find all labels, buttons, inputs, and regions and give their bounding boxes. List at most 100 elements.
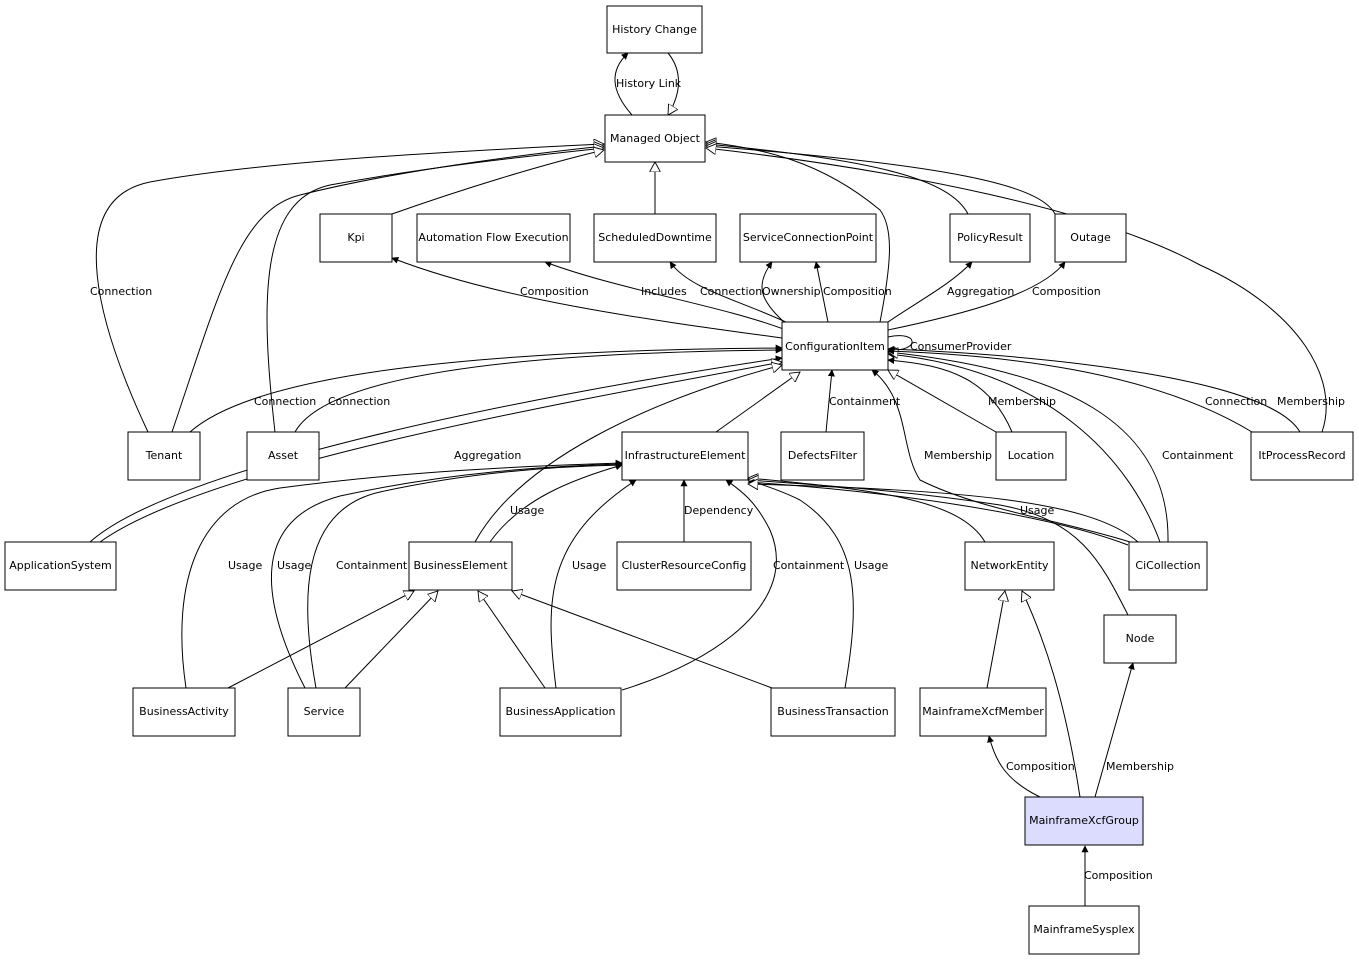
- node-label: ScheduledDowntime: [598, 231, 712, 244]
- label-containment-business-application: Containment: [773, 559, 845, 572]
- node-label: Tenant: [145, 449, 183, 462]
- node-label: ApplicationSystem: [9, 559, 111, 572]
- edge-tenant-generalization: [171, 146, 604, 433]
- edge-containment-business-application: [621, 479, 777, 691]
- node-label: Node: [1126, 632, 1155, 645]
- node-mainframe-sysplex[interactable]: MainframeSysplex: [1028, 905, 1140, 955]
- node-label: Service: [304, 705, 345, 718]
- edge-connection-tenant-ci: [189, 344, 783, 433]
- node-kpi[interactable]: Kpi: [319, 213, 393, 263]
- edge-usage-business-element: [489, 463, 623, 543]
- node-label: ItProcessRecord: [1258, 449, 1345, 462]
- edge-usage-business-transaction: [747, 478, 854, 689]
- node-automation-flow-execution[interactable]: Automation Flow Execution: [416, 213, 571, 263]
- edge-ie-generalization: [715, 372, 800, 433]
- node-label: Location: [1008, 449, 1055, 462]
- edge-membership-node: [1094, 662, 1135, 798]
- node-asset[interactable]: Asset: [246, 431, 320, 481]
- edge-cicoll-generalization: [888, 352, 1169, 543]
- node-infrastructure-element[interactable]: InfrastructureElement: [621, 431, 749, 481]
- edge-connection-asset-ci: [294, 346, 783, 433]
- node-label: BusinessElement: [413, 559, 508, 572]
- edge-businesstransaction-generalization: [512, 591, 773, 689]
- edge-networkentity-generalization: [748, 478, 986, 543]
- edge-labels: History Link Connection Composition Incl…: [90, 77, 1345, 882]
- label-usage-cicoll-ie: Usage: [1020, 504, 1055, 517]
- edge-composition-scp: [813, 261, 829, 323]
- node-label: InfrastructureElement: [625, 449, 746, 462]
- edge-tenant-connection-mo: [95, 144, 604, 433]
- node-cluster-resource-config[interactable]: ClusterResourceConfig: [616, 541, 752, 591]
- edge-composition-xcf-member: [987, 735, 1041, 798]
- node-label: MainframeXcfMember: [922, 705, 1044, 718]
- label-containment-cicoll: Containment: [1162, 449, 1234, 462]
- node-service-connection-point[interactable]: ServiceConnectionPoint: [739, 213, 877, 263]
- node-location[interactable]: Location: [995, 431, 1067, 481]
- edge-cicoll-ie-generalization: [748, 484, 1139, 543]
- node-mainframe-xcf-member[interactable]: MainframeXcfMember: [919, 687, 1047, 737]
- node-label: Asset: [268, 449, 299, 462]
- edge-connection-itpr: [887, 347, 1253, 433]
- node-label: History Change: [612, 23, 697, 36]
- label-usage-business-element: Usage: [510, 504, 545, 517]
- edge-businessactivity-generalization: [227, 591, 414, 689]
- node-label: MainframeXcfGroup: [1029, 814, 1139, 827]
- node-application-system[interactable]: ApplicationSystem: [4, 541, 117, 591]
- node-history-change[interactable]: History Change: [606, 5, 703, 54]
- node-network-entity[interactable]: NetworkEntity: [964, 541, 1055, 591]
- label-history-link: History Link: [616, 77, 682, 90]
- node-business-element[interactable]: BusinessElement: [408, 541, 513, 591]
- edge-appsys-generalization: [99, 362, 782, 543]
- node-label: Outage: [1070, 231, 1111, 244]
- node-defects-filter[interactable]: DefectsFilter: [780, 431, 865, 481]
- node-it-process-record[interactable]: ItProcessRecord: [1250, 431, 1354, 481]
- label-membership-node: Membership: [1106, 760, 1174, 773]
- edge-containment-service: [307, 461, 623, 689]
- edge-businessapplication-generalization: [478, 591, 546, 689]
- edge-policy-generalization: [706, 144, 969, 215]
- label-usage-business-activity: Usage: [228, 559, 263, 572]
- edge-usage-service: [270, 460, 623, 689]
- edge-node-generalization: [748, 480, 1129, 616]
- node-outage[interactable]: Outage: [1054, 213, 1127, 263]
- edge-service-generalization: [344, 591, 438, 689]
- edge-history-link: [614, 52, 633, 116]
- node-policy-result[interactable]: PolicyResult: [949, 213, 1031, 263]
- node-label: ConfigurationItem: [785, 340, 885, 353]
- node-ci-collection[interactable]: CiCollection: [1128, 541, 1208, 591]
- label-containment-service: Containment: [336, 559, 408, 572]
- edge-membership-cicoll: [871, 369, 1131, 543]
- edge-usage-cicoll-ie: [747, 478, 1129, 546]
- node-configuration-item[interactable]: ConfigurationItem: [781, 321, 889, 371]
- node-mainframe-xcf-group[interactable]: MainframeXcfGroup: [1024, 796, 1144, 846]
- edge-usage-business-activity: [181, 459, 623, 689]
- node-managed-object[interactable]: Managed Object: [604, 114, 706, 163]
- edge-outage-generalization: [706, 146, 1056, 215]
- label-aggregation-policy: Aggregation: [947, 285, 1014, 298]
- node-node[interactable]: Node: [1103, 614, 1177, 664]
- node-label: PolicyResult: [957, 231, 1023, 244]
- label-membership-itpr: Membership: [1277, 395, 1345, 408]
- label-composition-kpi: Composition: [520, 285, 589, 298]
- edge-connection-scheduled: [669, 261, 791, 325]
- label-dependency: Dependency: [684, 504, 754, 517]
- label-ownership: Ownership: [762, 285, 821, 298]
- label-containment-defects: Containment: [829, 395, 901, 408]
- edge-composition-outage: [887, 261, 1066, 331]
- edge-includes: [544, 260, 787, 331]
- node-tenant[interactable]: Tenant: [127, 431, 201, 481]
- edge-asset-generalization: [266, 148, 604, 433]
- node-business-application[interactable]: BusinessApplication: [499, 687, 622, 737]
- label-consumer-provider: ConsumerProvider: [910, 340, 1012, 353]
- node-scheduled-downtime[interactable]: ScheduledDowntime: [593, 213, 717, 263]
- node-label: DefectsFilter: [788, 449, 858, 462]
- node-service[interactable]: Service: [287, 687, 361, 737]
- node-business-activity[interactable]: BusinessActivity: [132, 687, 236, 737]
- edge-location-generalization: [888, 370, 997, 433]
- label-usage-business-transaction: Usage: [854, 559, 889, 572]
- label-composition-xcf-member: Composition: [1006, 760, 1075, 773]
- edge-kpi-generalization: [391, 150, 604, 215]
- node-business-transaction[interactable]: BusinessTransaction: [770, 687, 896, 737]
- edge-history-change-generalization: [668, 52, 679, 115]
